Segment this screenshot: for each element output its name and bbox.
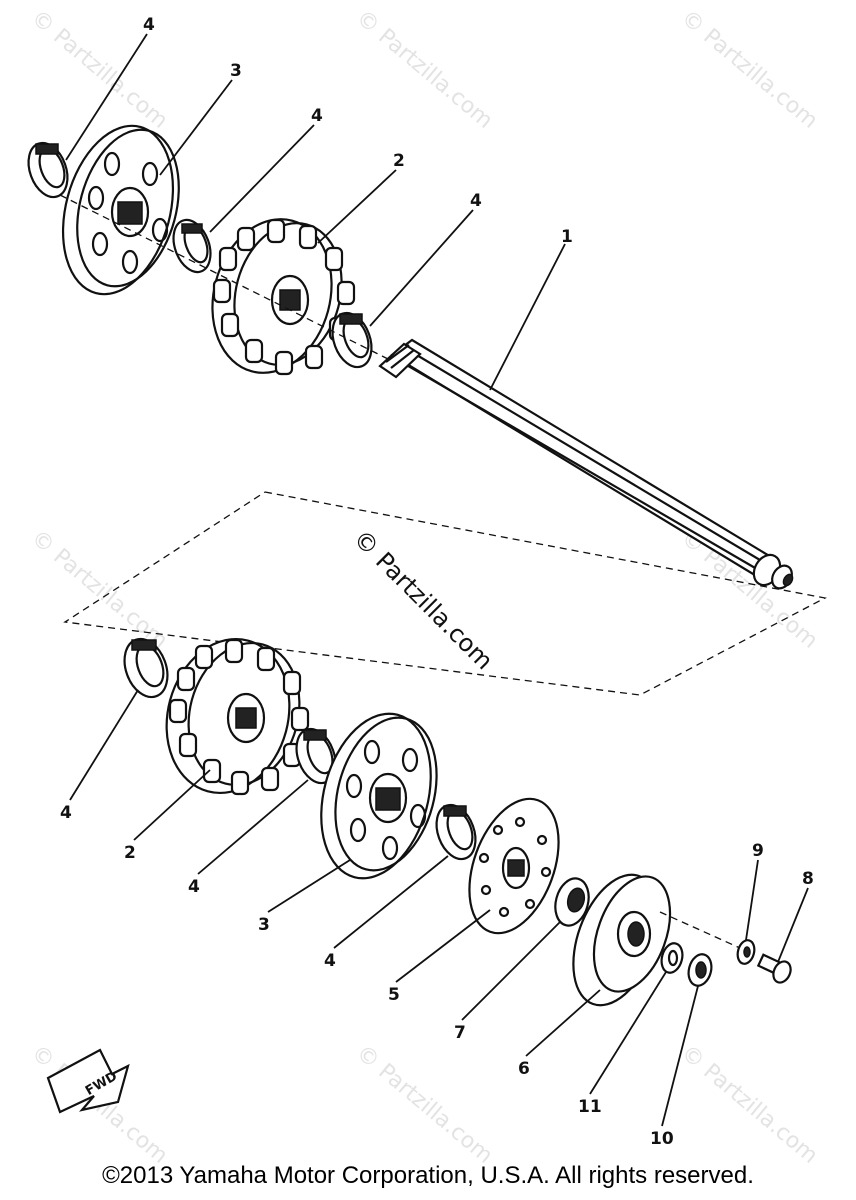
axis-line-top <box>59 194 391 361</box>
watermark-top-right: © Partzilla.com <box>676 5 822 133</box>
callout-4-top-third: 4 <box>470 191 482 211</box>
bearing <box>554 877 590 927</box>
callout-4-bottom-third: 4 <box>324 951 336 971</box>
lock-washer <box>736 939 756 965</box>
watermark-top-center: © Partzilla.com <box>351 5 497 133</box>
sprocket-bottom <box>165 637 310 796</box>
copyright-notice: ©2013 Yamaha Motor Corporation, U.S.A. A… <box>102 1162 754 1189</box>
clamp-top-third <box>331 311 373 369</box>
watermark-bottom-center: © Partzilla.com <box>351 1040 497 1168</box>
drive-shaft <box>378 338 794 590</box>
callout-11: 11 <box>578 1097 602 1117</box>
clamp-bottom-third <box>435 803 477 861</box>
callout-6: 6 <box>518 1059 530 1079</box>
watermark-bottom-right: © Partzilla.com <box>676 1040 822 1168</box>
clamp-bottom-left <box>123 637 169 699</box>
bearing-housing <box>572 873 672 1007</box>
callout-3-bottom: 3 <box>258 915 270 935</box>
callout-2-bottom: 2 <box>124 843 136 863</box>
leader-lines <box>65 33 809 1127</box>
idler-wheel-top <box>61 124 180 296</box>
callout-1-shaft: 1 <box>561 227 573 247</box>
callout-labels: 4 3 4 2 4 1 4 2 4 3 4 5 7 6 11 10 9 8 <box>60 15 814 1149</box>
flange-plate <box>468 797 560 935</box>
axis-line-bottom <box>659 911 741 949</box>
bolt <box>756 953 792 984</box>
washer <box>660 942 684 974</box>
callout-8: 8 <box>802 869 814 889</box>
callout-4-top-left: 4 <box>143 15 155 35</box>
callout-5: 5 <box>388 985 400 1005</box>
sprocket-top <box>211 218 356 376</box>
callout-4-bottom-left: 4 <box>60 803 72 823</box>
watermark-center: © Partzilla.com <box>348 524 499 675</box>
forward-arrow-icon: FWD <box>46 1048 130 1114</box>
callout-10: 10 <box>650 1129 674 1149</box>
idler-wheel-bottom <box>320 712 438 880</box>
watermark-mid-left: © Partzilla.com <box>26 525 172 653</box>
callout-4-top-second: 4 <box>311 106 323 126</box>
clamp-top-left <box>27 141 69 199</box>
nut <box>687 953 713 987</box>
callout-4-bottom-second: 4 <box>188 877 200 897</box>
callout-3-top: 3 <box>230 61 242 81</box>
callout-7: 7 <box>454 1023 466 1043</box>
callout-9: 9 <box>752 841 764 861</box>
callout-2-top: 2 <box>393 151 405 171</box>
clamp-top-second <box>172 218 212 274</box>
